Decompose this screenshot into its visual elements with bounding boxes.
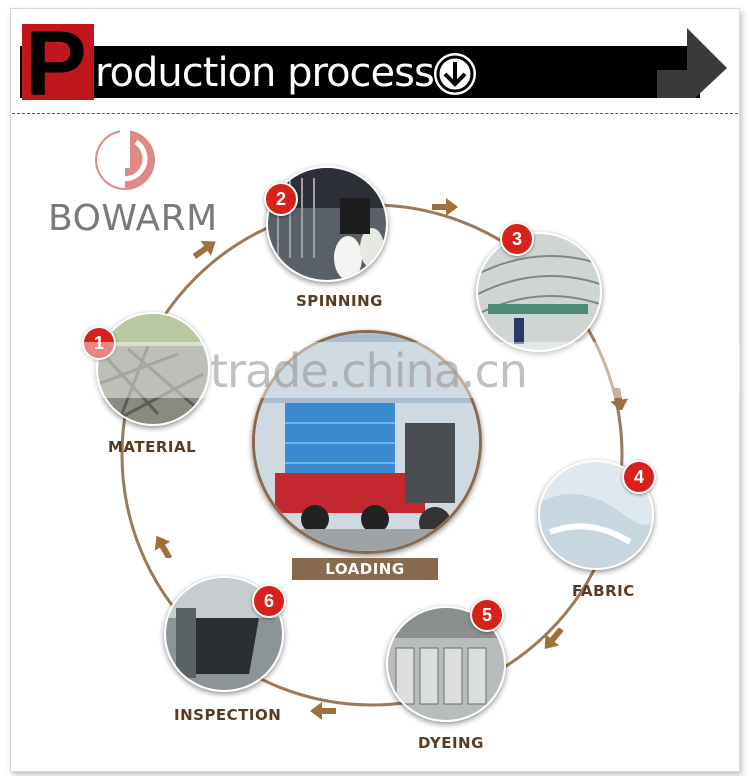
step-label-inspection: INSPECTION [174,706,282,724]
step-badge: 1 [82,326,116,360]
arrow-icon [192,241,216,259]
step-badge: 6 [252,584,286,618]
center-label-loading: LOADING [292,558,438,580]
header-initial: P [22,24,94,100]
watermark-text: trade.china.cn [210,344,528,398]
step-badge: 2 [264,182,298,216]
step-label-dyeing: DYEING [418,734,484,752]
watermark-band [80,342,740,398]
loading-photo [252,330,482,554]
machinery-photo [476,232,602,352]
step-badge: 3 [500,222,534,256]
divider [12,113,738,114]
down-arrow-icon [434,53,476,95]
step-badge: 4 [622,460,656,494]
step-label-material: MATERIAL [108,438,197,456]
brand-logo-icon [95,128,155,190]
page-title: roduction process [95,50,435,96]
header-bar [20,46,700,98]
arrow-icon [310,702,336,720]
corner-arrow-icon [657,28,727,98]
material-photo [96,312,210,426]
step-badge: 5 [470,598,504,632]
brand-name: BOWARM [48,198,218,239]
arrow-icon [154,536,173,558]
arrow-icon [544,628,564,649]
step-label-spinning: SPINNING [296,292,383,310]
dyeing-photo [386,606,506,722]
arrow-icon [432,198,458,216]
arrow-icon [610,388,629,410]
step-label-fabric: FABRIC [572,582,635,600]
